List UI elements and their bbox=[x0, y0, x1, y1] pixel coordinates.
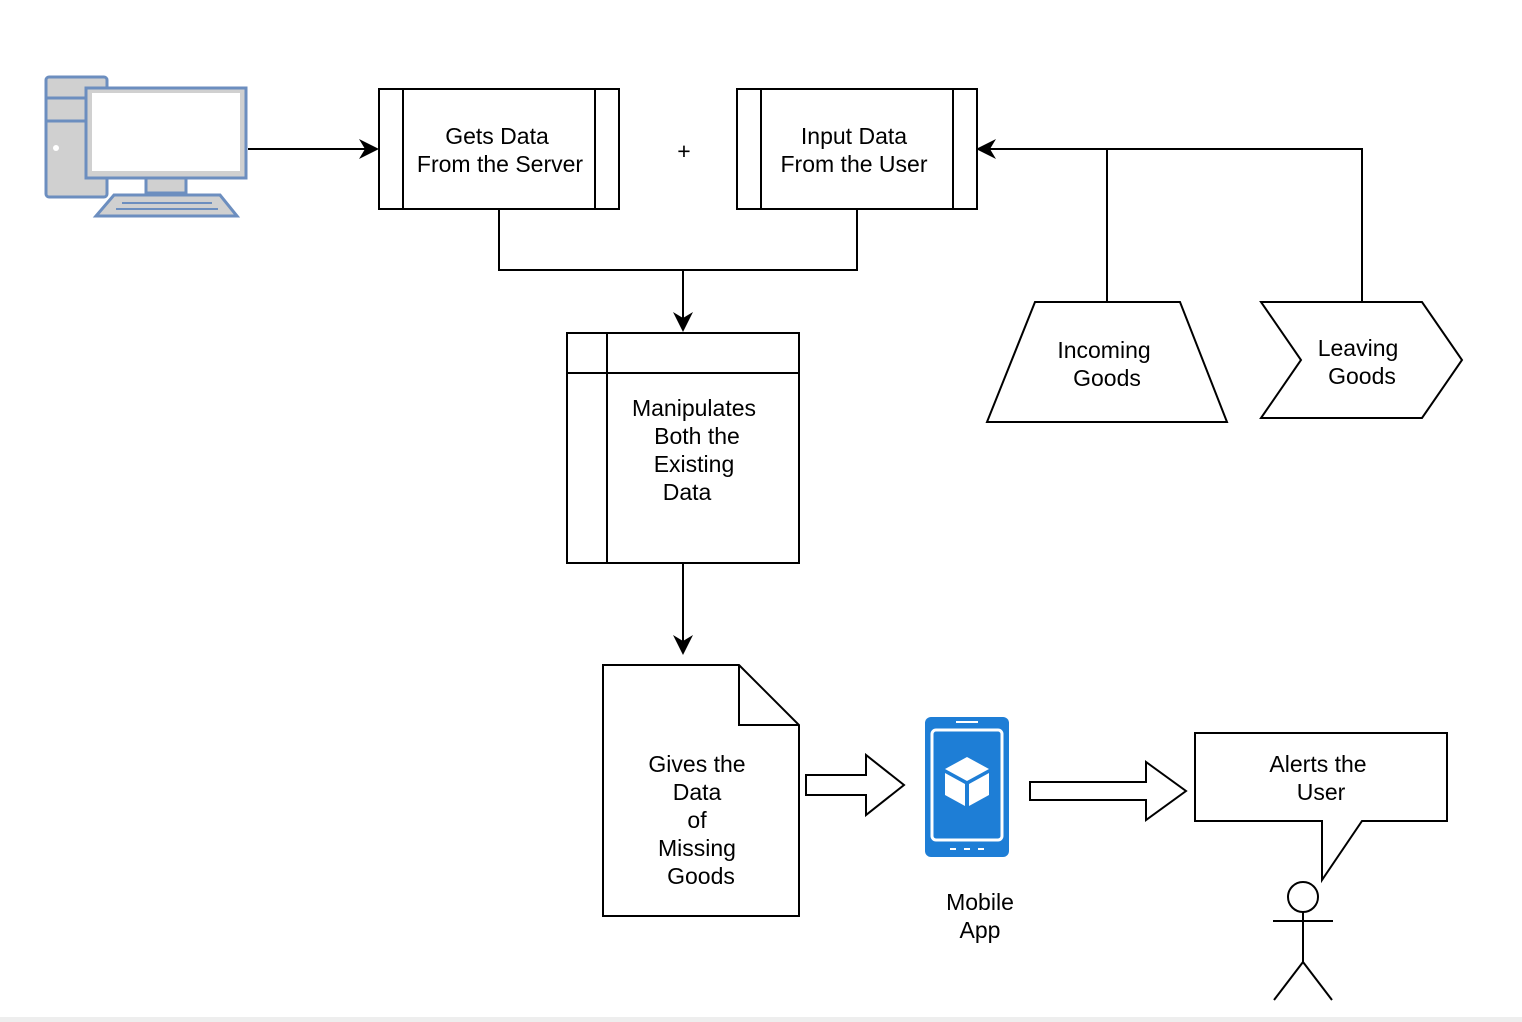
missing-goods-document: Gives the Data of Missing Goods bbox=[602, 664, 800, 917]
bottom-edge-strip bbox=[0, 1017, 1522, 1022]
user-input-line-1: Input Data bbox=[801, 123, 907, 149]
alert-line-2: User bbox=[1297, 779, 1346, 805]
mobile-app-line-2: App bbox=[960, 917, 1001, 943]
alert-callout: Alerts the User bbox=[1194, 732, 1448, 884]
desktop-computer-icon bbox=[44, 75, 248, 218]
incoming-goods-line-1: Incoming bbox=[1057, 337, 1150, 363]
server-process-line-1: Gets Data bbox=[445, 123, 549, 149]
incoming-goods-line-2: Goods bbox=[1073, 365, 1141, 391]
plus-sign: + bbox=[677, 138, 690, 164]
manipulate-line-1: Manipulates bbox=[632, 395, 756, 421]
document-line-4: Missing bbox=[658, 835, 736, 861]
document-line-1: Gives the bbox=[648, 751, 745, 777]
manipulate-line-2: Both the bbox=[654, 423, 740, 449]
document-line-5: Goods bbox=[667, 863, 735, 889]
mobile-app-icon bbox=[925, 717, 1009, 857]
server-process-line-2: From the Server bbox=[417, 151, 583, 177]
edge-leaving-to-user-input bbox=[1107, 148, 1363, 302]
leaving-goods-line-1: Leaving bbox=[1318, 335, 1399, 361]
document-line-2: Data bbox=[673, 779, 722, 805]
edge-user-to-merge bbox=[683, 209, 858, 271]
edge-incoming-to-user-input bbox=[976, 139, 1108, 302]
manipulate-line-4: Data bbox=[663, 479, 712, 505]
user-actor-icon bbox=[1273, 881, 1333, 1001]
incoming-goods-shape: Incoming Goods bbox=[985, 301, 1229, 423]
block-arrow-to-alert bbox=[1029, 760, 1188, 822]
leaving-goods-shape: Leaving Goods bbox=[1259, 301, 1464, 419]
manipulate-storage-box: Manipulates Both the Existing Data bbox=[566, 332, 800, 564]
user-input-process-box: Input Data From the User bbox=[736, 88, 978, 210]
server-process-box: Gets Data From the Server bbox=[378, 88, 620, 210]
edge-server-to-merge bbox=[498, 209, 683, 271]
mobile-app-line-1: Mobile bbox=[946, 889, 1014, 915]
connectors bbox=[248, 139, 1363, 655]
document-line-3: of bbox=[687, 807, 707, 833]
leaving-goods-line-2: Goods bbox=[1328, 363, 1396, 389]
manipulate-line-3: Existing bbox=[654, 451, 735, 477]
user-input-line-2: From the User bbox=[781, 151, 928, 177]
alert-line-1: Alerts the bbox=[1269, 751, 1366, 777]
block-arrow-to-mobile bbox=[805, 752, 906, 818]
